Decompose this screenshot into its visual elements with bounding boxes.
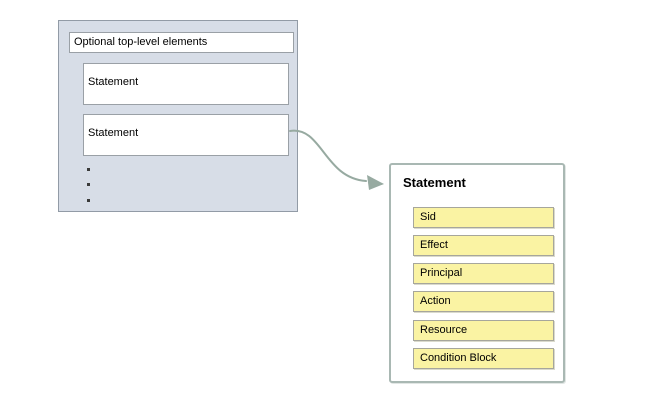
element-condition-block: Condition Block (413, 348, 554, 369)
ellipsis-dot-1 (87, 168, 90, 171)
statement-detail-title: Statement (403, 175, 466, 190)
ellipsis-dot-2 (87, 183, 90, 186)
element-action: Action (413, 291, 554, 312)
statement-box-1-label: Statement (88, 76, 139, 88)
element-sid: Sid (413, 207, 554, 228)
policy-document-container: Optional top-level elements Statement St… (58, 20, 298, 212)
arrow-curve (289, 129, 367, 182)
statement-detail-box: Statement Sid Effect Principal Action Re… (389, 163, 565, 383)
statement-box-1: Statement (83, 63, 289, 105)
ellipsis-dot-3 (87, 199, 90, 202)
element-resource: Resource (413, 320, 554, 341)
arrow-head-icon (367, 175, 384, 190)
optional-top-level-elements-label: Optional top-level elements (74, 36, 208, 48)
statement-box-2: Statement (83, 114, 289, 156)
element-principal: Principal (413, 263, 554, 284)
statement-box-2-label: Statement (88, 127, 139, 139)
optional-top-level-elements-box: Optional top-level elements (69, 32, 294, 53)
element-effect: Effect (413, 235, 554, 256)
